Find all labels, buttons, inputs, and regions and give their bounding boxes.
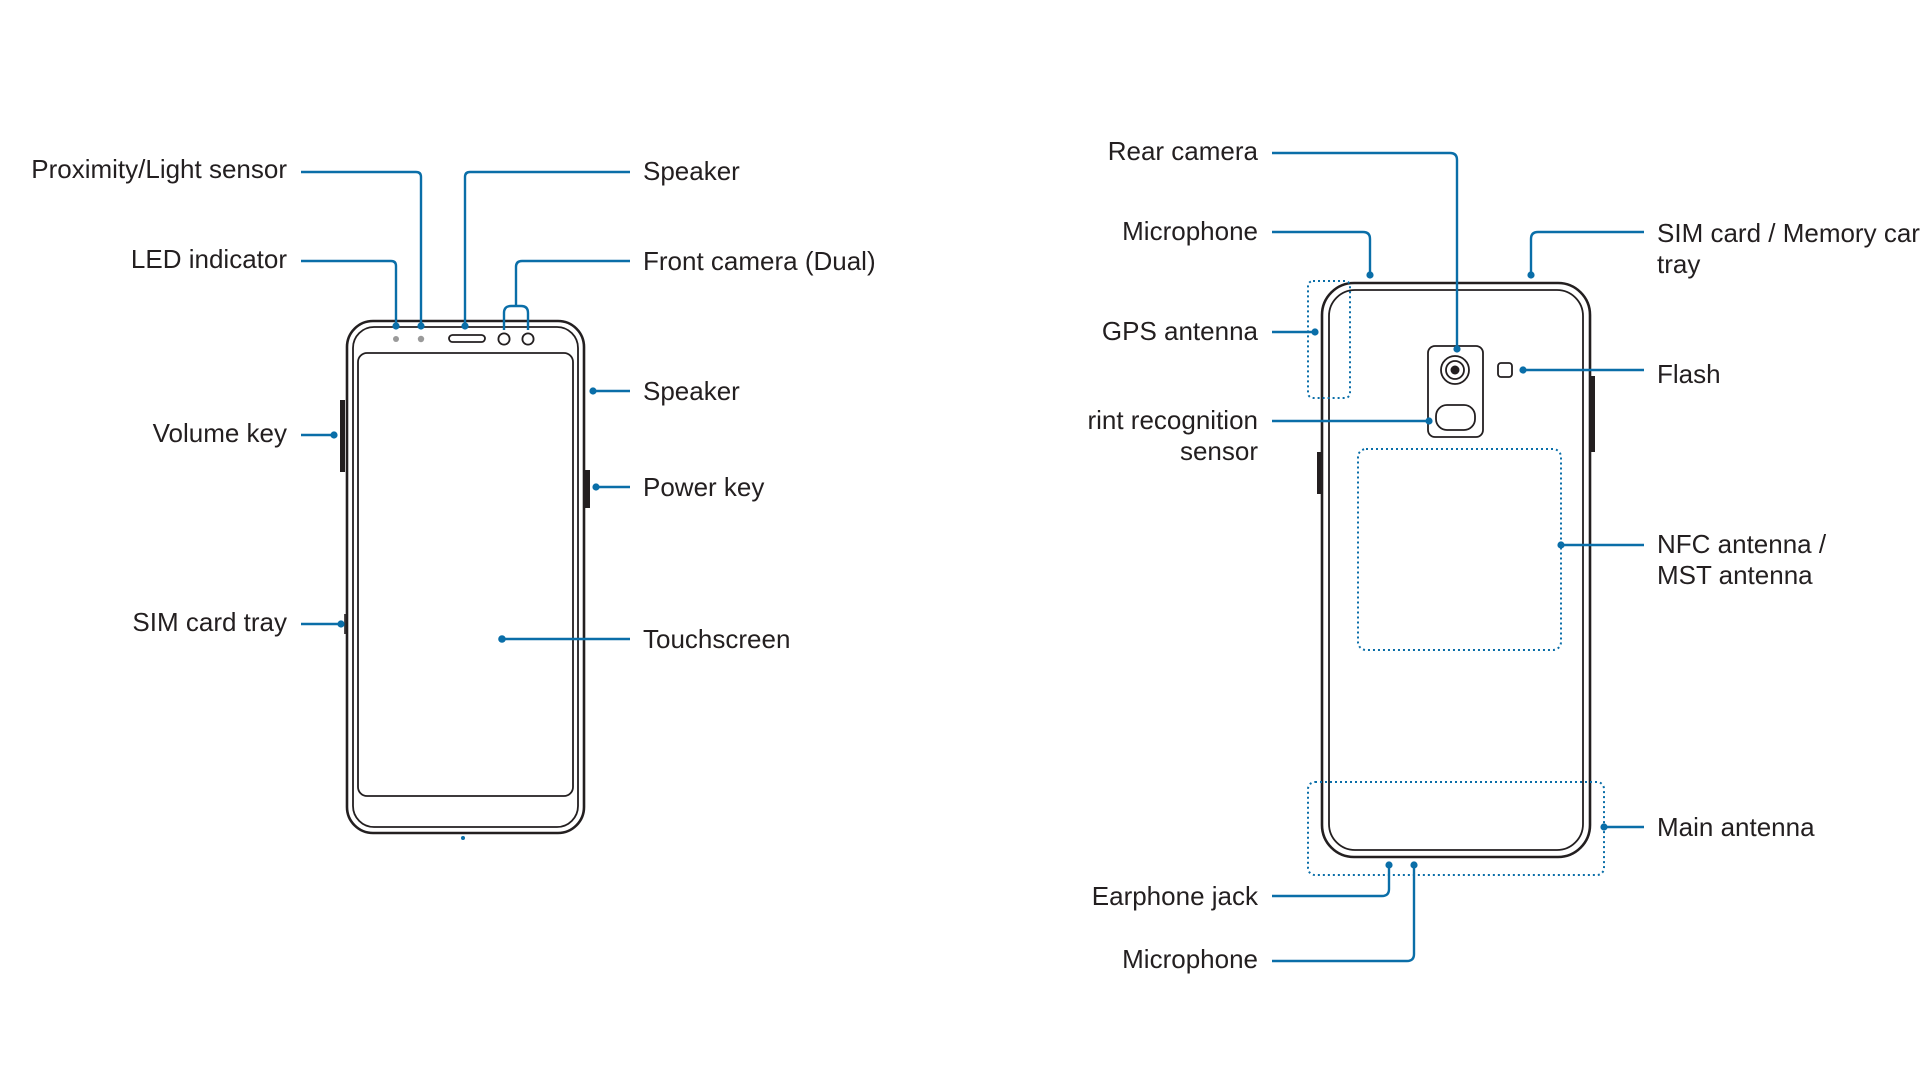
label-power-key: Power key [643,472,764,502]
leader-sim-memory-tray [1529,230,1644,275]
label-nfc-line1: NFC antenna / [1657,529,1827,559]
gps-antenna-region [1307,280,1351,399]
label-touchscreen: Touchscreen [643,624,790,654]
leader-dot-power [592,483,600,491]
leader-dot-microphone-bottom [1410,861,1418,869]
label-gps-antenna: GPS antenna [1102,316,1259,346]
leader-proximity-sensor [301,170,423,326]
fingerprint-sensor [1435,404,1476,431]
leader-dot-led [392,322,400,330]
proximity-sensor-dot [417,335,425,343]
label-fingerprint-line2: sensor [1180,436,1258,466]
leader-dot-speaker-side [589,387,597,395]
label-speaker-side: Speaker [643,376,740,406]
back-power-key [1317,452,1322,494]
back-volume-key [1590,376,1595,452]
label-sim-memory-line1: SIM card / Memory card [1657,218,1920,248]
leader-dot-main-antenna [1600,823,1608,831]
leader-led-indicator [301,259,398,326]
label-flash: Flash [1657,359,1721,389]
led-indicator-dot [393,336,399,342]
leader-dot-fingerprint [1425,417,1433,425]
leader-dot-gps [1311,328,1319,336]
leader-speaker-top [463,170,630,326]
label-main-antenna: Main antenna [1657,812,1815,842]
rear-camera-lens-mid [1445,360,1465,380]
rear-camera-lens-outer [1440,355,1470,385]
leader-dot-earphone [1385,861,1393,869]
front-view: Proximity/Light sensor LED indicator Vol… [31,154,876,840]
label-nfc-line2: MST antenna [1657,560,1813,590]
main-antenna-region [1307,781,1605,876]
leader-earphone-jack [1272,865,1391,898]
leader-dot-sim [337,620,345,628]
front-phone-bezel [352,326,579,828]
label-rear-camera: Rear camera [1108,136,1259,166]
leader-dot-flash [1519,366,1527,374]
leader-dot-proximity [417,322,425,330]
leader-dot-sim-memory [1527,271,1535,279]
leader-dot-nfc [1557,541,1565,549]
label-proximity-light-sensor: Proximity/Light sensor [31,154,287,184]
back-view: Rear camera Microphone GPS antenna rint … [1087,136,1920,974]
power-key [585,470,590,508]
label-volume-key: Volume key [153,418,287,448]
label-sim-card-tray: SIM card tray [132,607,287,637]
leader-microphone-bottom [1272,865,1416,963]
label-fingerprint-line1: rint recognition [1087,405,1258,435]
leader-dot-speaker-top [461,322,469,330]
flash-icon [1497,362,1513,378]
nfc-antenna-region [1357,448,1562,651]
front-phone-body [345,319,586,835]
leader-microphone-top [1272,230,1372,275]
touchscreen-area [357,352,574,797]
volume-key [340,400,345,472]
leader-dot-microphone-top [1366,271,1374,279]
label-front-camera: Front camera (Dual) [643,246,876,276]
label-microphone-bottom: Microphone [1122,944,1258,974]
leader-rear-camera [1272,151,1459,349]
label-earphone-jack: Earphone jack [1092,881,1259,911]
label-sim-memory-line2: tray [1657,249,1700,279]
leader-front-camera [502,259,630,330]
leader-dot-volume [330,431,338,439]
front-camera-1 [497,332,511,346]
label-led-indicator: LED indicator [131,244,287,274]
front-camera-2 [521,332,535,346]
label-microphone-top: Microphone [1122,216,1258,246]
label-speaker-top: Speaker [643,156,740,186]
leader-dot-rear-camera [1453,345,1461,353]
rear-camera-lens-inner [1450,365,1460,375]
bottom-port-dot [461,836,465,840]
leader-dot-touchscreen [498,635,506,643]
earpiece-speaker [448,334,486,343]
